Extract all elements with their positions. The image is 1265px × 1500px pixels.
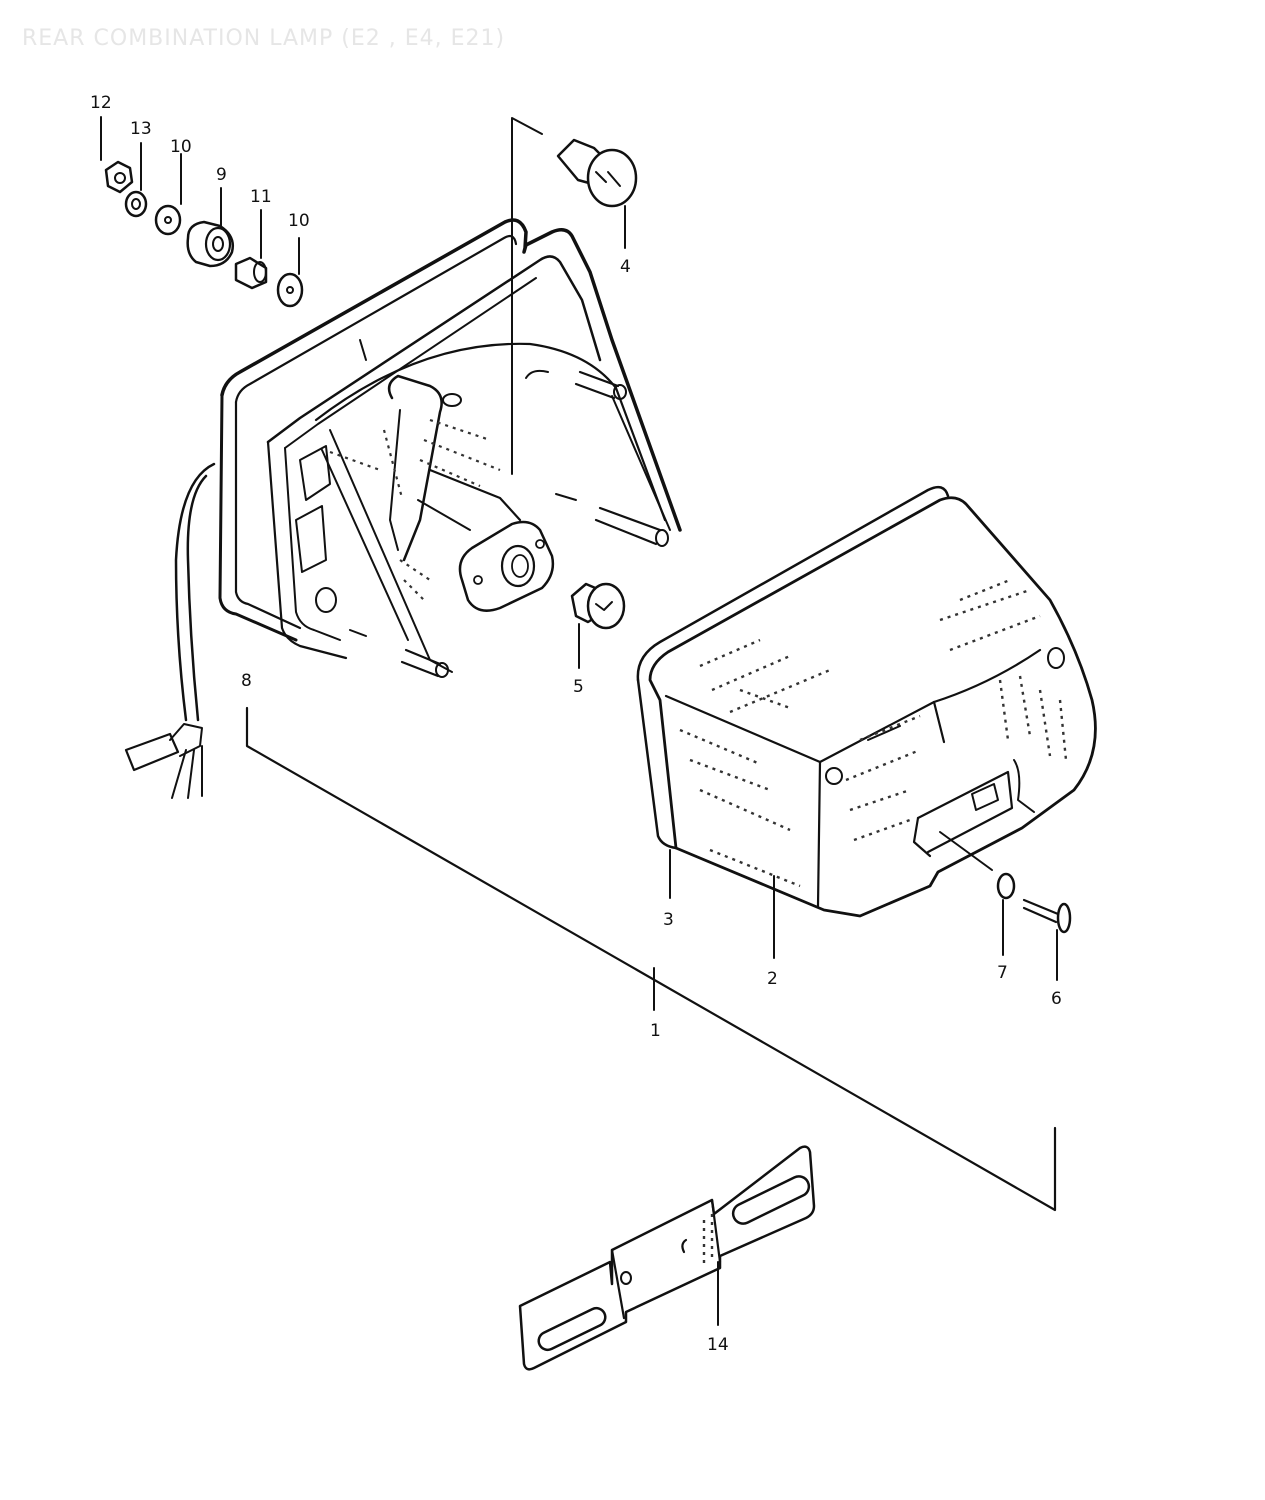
callout-12: 12 [90,93,112,113]
callout-1: 1 [650,1021,661,1041]
callout-4: 4 [620,257,631,277]
callout-13: 13 [130,119,152,139]
lamp-housing-8 [218,218,682,678]
lens-2 [636,485,1097,918]
plate-bracket-14 [518,1145,816,1371]
callout-10-b: 10 [288,211,310,231]
bulb-5 [570,582,626,630]
callout-labels: 12 13 10 9 11 10 4 8 5 3 2 7 6 1 14 [90,93,1062,1355]
page-title: REAR COMBINATION LAMP (E2 , E4, E21) [22,26,506,51]
callout-2: 2 [767,969,778,989]
wiring-harness [124,462,216,799]
leader-lines [100,116,1058,1326]
assembly-bracket-1 [245,706,1057,1212]
callout-14: 14 [707,1335,729,1355]
callout-8: 8 [241,671,252,691]
bulb-4 [556,138,638,208]
callout-11: 11 [250,187,272,207]
callout-9: 9 [216,165,227,185]
washer-7 [996,872,1016,900]
screw-6 [1022,898,1072,934]
callout-7: 7 [997,963,1008,983]
callout-3: 3 [663,910,674,930]
callout-5: 5 [573,677,584,697]
callout-10-a: 10 [170,137,192,157]
callout-6: 6 [1051,989,1062,1009]
small-parts-hardware [104,160,304,308]
